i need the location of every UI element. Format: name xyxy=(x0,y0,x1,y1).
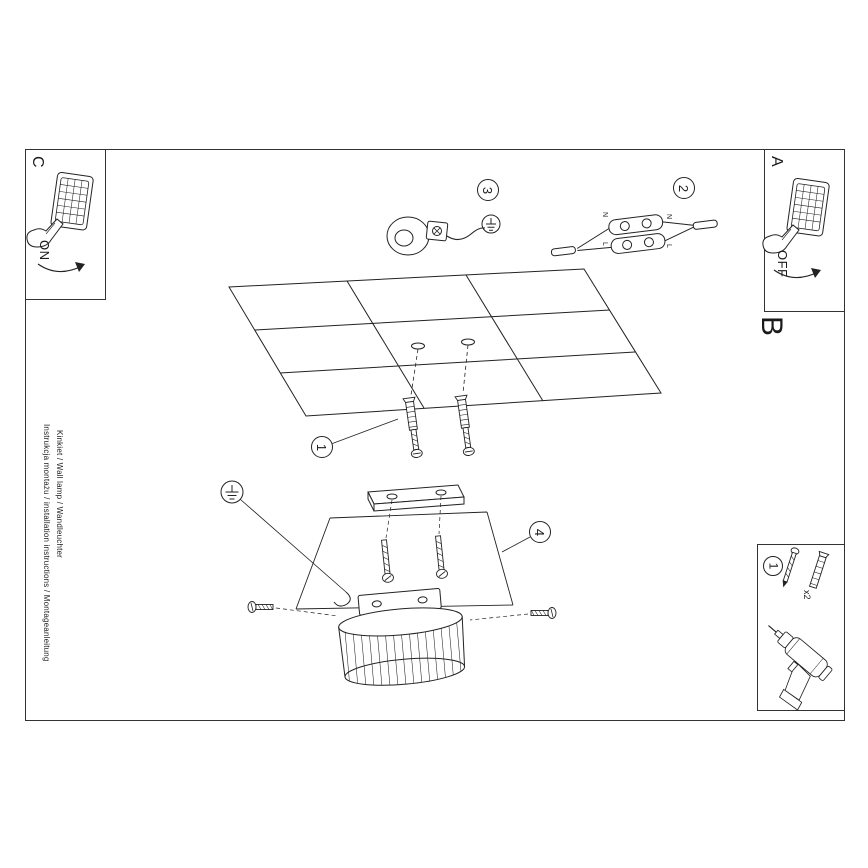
switch-on-label: ON xyxy=(37,240,52,261)
wire-label-l-left: L xyxy=(601,242,608,246)
panel-c-box xyxy=(25,149,106,300)
wall-plug-icon xyxy=(808,550,830,589)
wall-panel-grid xyxy=(228,268,662,417)
footer-instructions-text: Instrukcja montażu / installation instru… xyxy=(42,424,51,662)
wire-label-l-right: L xyxy=(665,244,672,248)
hole-guide-lines xyxy=(410,344,469,396)
terminal-block-illustration xyxy=(550,214,718,257)
step-2-number: 2 xyxy=(676,184,692,192)
parts-step-number: 1 xyxy=(766,562,780,570)
section-b-label: B xyxy=(755,316,788,337)
quantity-label: x2 xyxy=(802,590,812,600)
panel-a-box xyxy=(764,149,845,312)
side-screw-guides xyxy=(275,607,529,621)
drill-icon xyxy=(768,625,833,711)
ground-leader xyxy=(240,499,347,593)
step-1-badge: 1 xyxy=(311,436,333,458)
step-4-badge: 4 xyxy=(529,521,551,543)
side-screw-left xyxy=(247,601,274,613)
parts-step-badge: 1 xyxy=(763,556,783,576)
alignment-outline xyxy=(295,511,514,610)
section-c-label: C xyxy=(29,156,46,168)
bracket-screw-left xyxy=(378,538,395,584)
earth-wire xyxy=(333,591,351,607)
ground-symbol-icon xyxy=(220,480,244,504)
parts-box xyxy=(757,544,845,711)
step-4-leader xyxy=(501,536,531,553)
step-3-number: 3 xyxy=(480,186,496,194)
footer-product-text: Kinkiet / Wall lamp / Wandleuchter xyxy=(55,430,64,559)
wire-label-n-right: N xyxy=(665,214,672,220)
screw-guide-lines xyxy=(385,495,442,539)
junction-ring-illustration xyxy=(386,216,486,256)
border-frame xyxy=(25,149,845,721)
switch-off-label: OFF xyxy=(775,250,790,278)
lamp-body xyxy=(338,588,466,686)
screw-icon xyxy=(782,547,800,588)
step-4-number: 4 xyxy=(532,528,548,536)
step-3-badge: 3 xyxy=(477,179,499,201)
wire-label-n-left: N xyxy=(601,212,608,218)
earth-symbol-icon xyxy=(481,214,501,234)
step-2-badge: 2 xyxy=(673,177,695,199)
step-1-number: 1 xyxy=(314,443,330,451)
section-a-label: A xyxy=(768,156,785,167)
bracket-screw-right xyxy=(432,534,449,580)
switch-off-illustration xyxy=(762,177,831,279)
step-1-leader xyxy=(332,418,399,444)
mounting-bracket xyxy=(367,484,465,512)
side-screw-right xyxy=(530,607,557,619)
